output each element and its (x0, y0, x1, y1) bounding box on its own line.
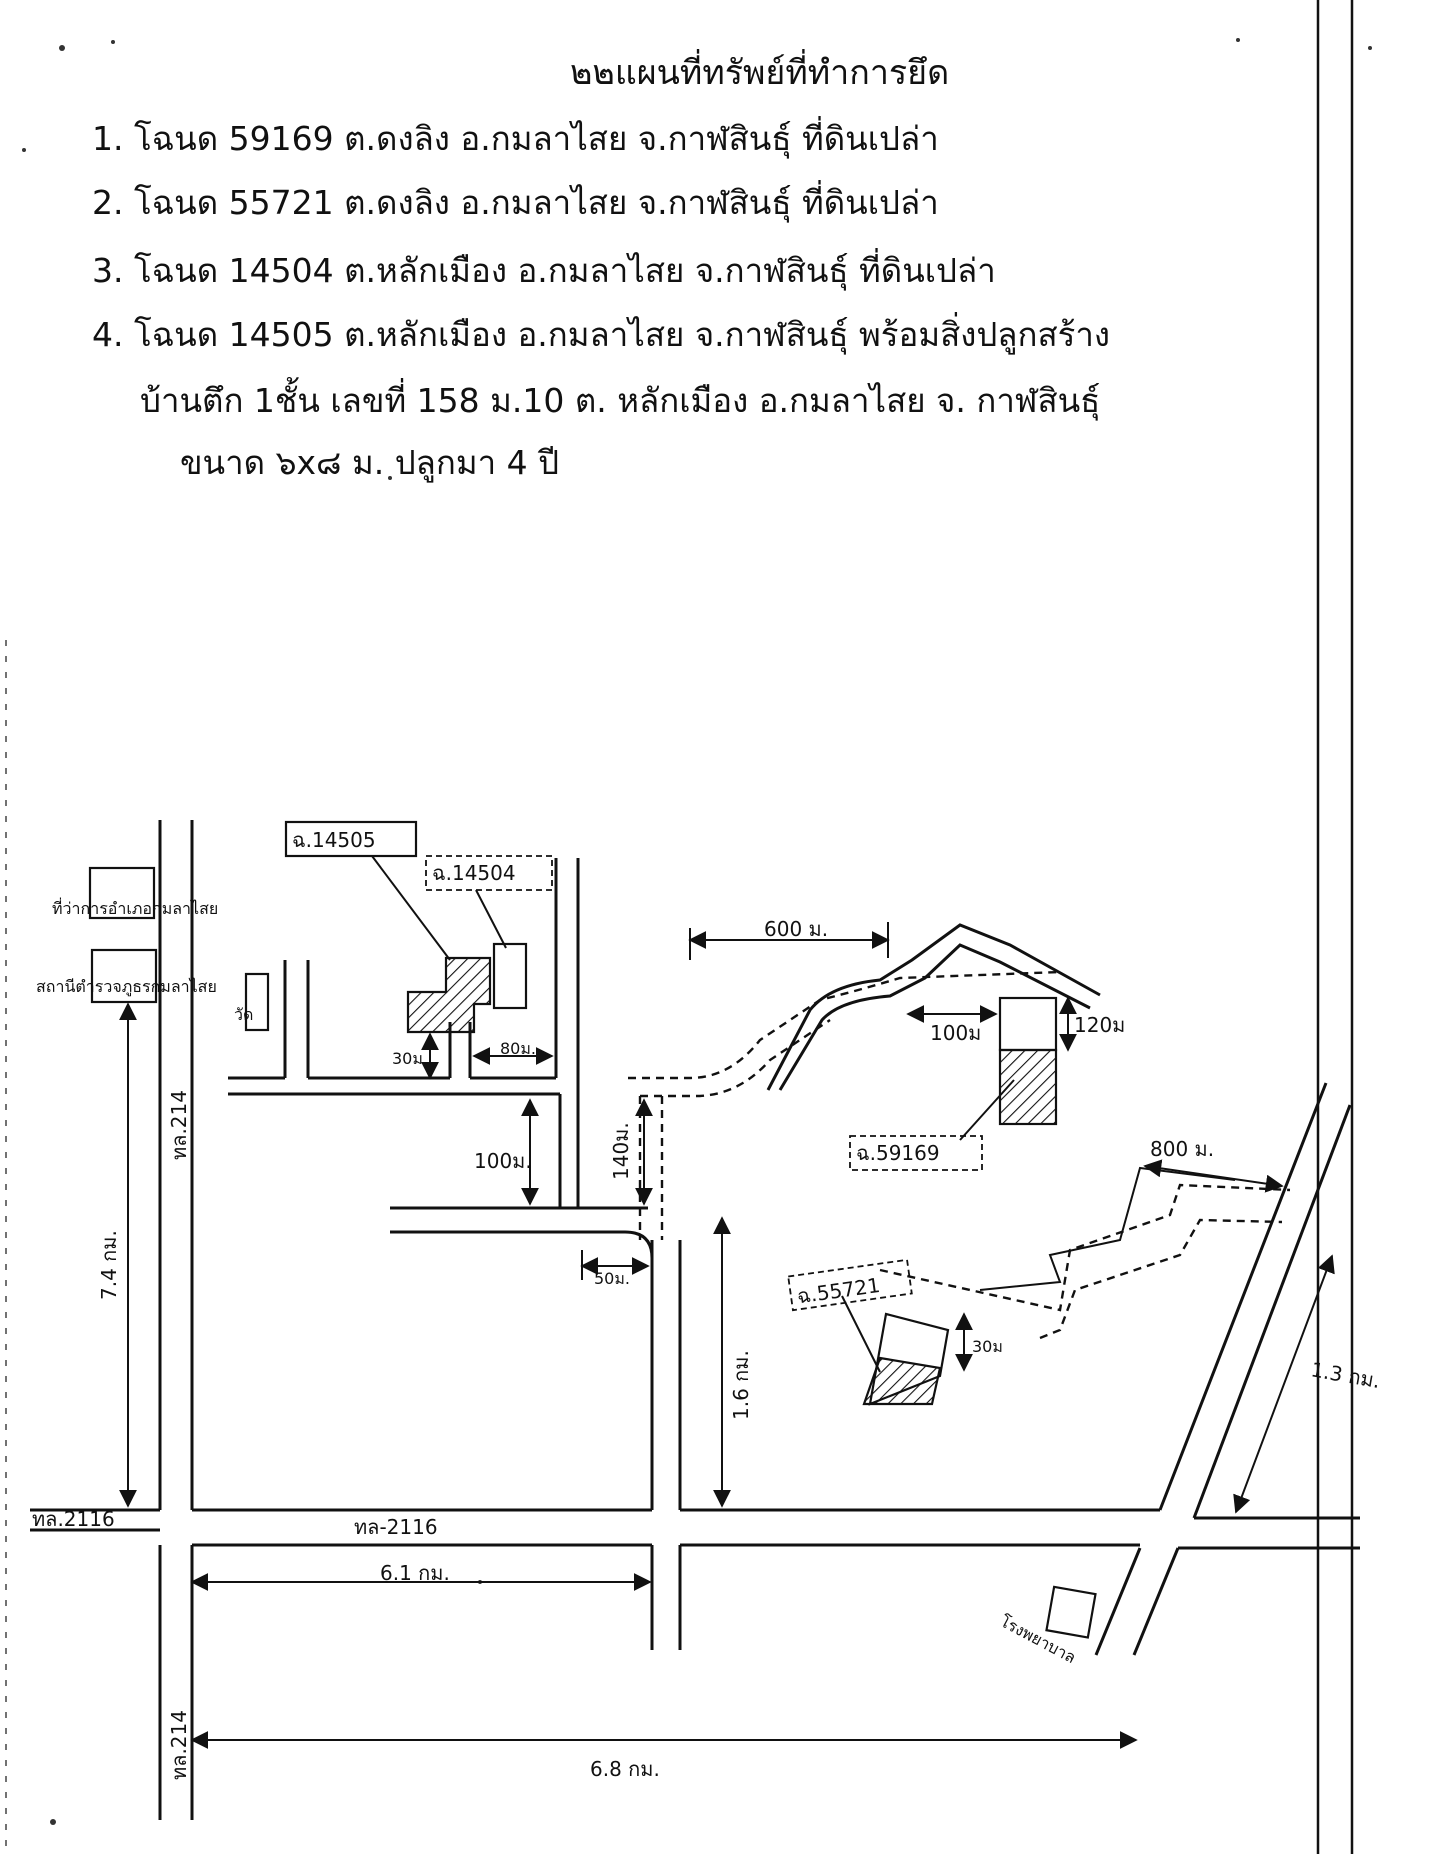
dimension-6-8km: 6.8 กม. (190, 1731, 1138, 1781)
dimension-600m: 600 ม. (688, 917, 890, 960)
dimension-140m: 140ม. (609, 1098, 653, 1206)
track-to-55721 (879, 1166, 1291, 1340)
distance-600m: 600 ม. (764, 917, 828, 941)
place-police-station: สถานีตำรวจภูธรกมลาไสย (36, 977, 217, 997)
dimension-100m-block: 100ม. (474, 1098, 539, 1206)
road-label-214-upper: ทล.214 (167, 1090, 191, 1160)
place-temple: วัด (234, 1005, 253, 1024)
page-title: ๒๒แผนที่ทรัพย์ที่ทำการยึด (570, 49, 949, 93)
dimension-80m: 80ม. (472, 1039, 554, 1065)
dimension-1-3km: 1.3 กม. (1233, 1254, 1382, 1514)
list-item: 3. โฉนด 14504 ต.หลักเมือง อ.กมลาไสย จ.กา… (92, 248, 996, 291)
road-label-2116: ทล-2116 (354, 1515, 438, 1539)
distance-30m-east: 30ม (972, 1337, 1003, 1356)
road-label-214-lower: ทล.214 (167, 1710, 191, 1780)
distance-100m: 100ม (930, 1021, 981, 1045)
dimension-6-1km: 6.1 กม. (190, 1561, 652, 1591)
parcel-label-14505: ฉ.14505 (292, 828, 376, 852)
dimension-120m: 120ม (1059, 996, 1125, 1052)
distance-6-8km: 6.8 กม. (590, 1757, 660, 1781)
list-item: ขนาด ๖x๘ ม. ปลูกมา 4 ปี (180, 443, 559, 483)
distance-6-1km: 6.1 กม. (380, 1561, 450, 1585)
parcel-label-59169: ฉ.59169 (856, 1141, 940, 1165)
parcel-59169: ฉ.59169 (849, 996, 1058, 1171)
highway-214 (158, 820, 194, 1820)
parcel-14504: ฉ.14504 (425, 855, 553, 949)
distance-140m: 140ม. (609, 1122, 633, 1180)
distance-100m-block: 100ม. (474, 1149, 532, 1173)
dirt-road-north (628, 923, 1101, 1240)
parcel-label-55721: ฉ.55721 (795, 1273, 881, 1308)
landmark-district-office: ที่ว่าการอำเภอกมลาไสย (52, 866, 218, 920)
dimension-30m-east: 30ม (955, 1312, 1003, 1372)
road-label-2116-left: ทล.2116 (32, 1507, 115, 1531)
sketch-map: ฉ.14505 ฉ.14504 ฉ.59169 ฉ.55721 ที่ (30, 820, 1382, 1820)
place-district-office: ที่ว่าการอำเภอกมลาไสย (52, 897, 218, 918)
list-item: บ้านตึก 1ชั้น เลขที่ 158 ม.10 ต. หลักเมื… (140, 377, 1100, 421)
dimension-7-4km: 7.4 กม. (97, 1002, 137, 1508)
distance-50m: 50ม. (594, 1269, 630, 1288)
distance-1-3km: 1.3 กม. (1309, 1357, 1382, 1393)
dimension-800m: 800 ม. (1143, 1137, 1284, 1193)
distance-120m: 120ม (1074, 1013, 1125, 1037)
distance-800m: 800 ม. (1150, 1137, 1214, 1161)
distance-1-6km: 1.6 กม. (729, 1350, 753, 1420)
distance-30m: 30ม (392, 1049, 423, 1068)
dimension-1-6km: 1.6 กม. (713, 1216, 753, 1508)
dimension-100m-east: 100ม (906, 1005, 998, 1045)
list-item: 4. โฉนด 14505 ต.หลักเมือง อ.กมลาไสย จ.กา… (92, 312, 1110, 355)
landmark-police-station: สถานีตำรวจภูธรกมลาไสย (36, 948, 217, 1004)
dimension-50m: 50ม. (580, 1250, 650, 1288)
parcel-55721: ฉ.55721 (787, 1258, 950, 1406)
landmark-hospital: โรงพยาบาล (997, 1585, 1097, 1667)
property-list: 1. โฉนด 59169 ต.ดงลิง อ.กมลาไสย จ.กาฬสิน… (92, 116, 1110, 483)
distance-80m: 80ม. (500, 1039, 536, 1058)
dimension-30m-west: 30ม (392, 1032, 439, 1080)
scan-specks (22, 38, 1372, 1825)
page-frame (0, 0, 1354, 1854)
distance-7-4km: 7.4 กม. (97, 1230, 121, 1300)
list-item: 1. โฉนด 59169 ต.ดงลิง อ.กมลาไสย จ.กาฬสิน… (92, 116, 939, 159)
landmark-temple: วัด (234, 972, 270, 1032)
highway-2116 (30, 1508, 1360, 1550)
list-item: 2. โฉนด 55721 ต.ดงลิง อ.กมลาไสย จ.กาฬสิน… (92, 180, 939, 223)
parcel-label-14504: ฉ.14504 (432, 861, 516, 885)
parcel-14505: ฉ.14505 (284, 820, 528, 1034)
